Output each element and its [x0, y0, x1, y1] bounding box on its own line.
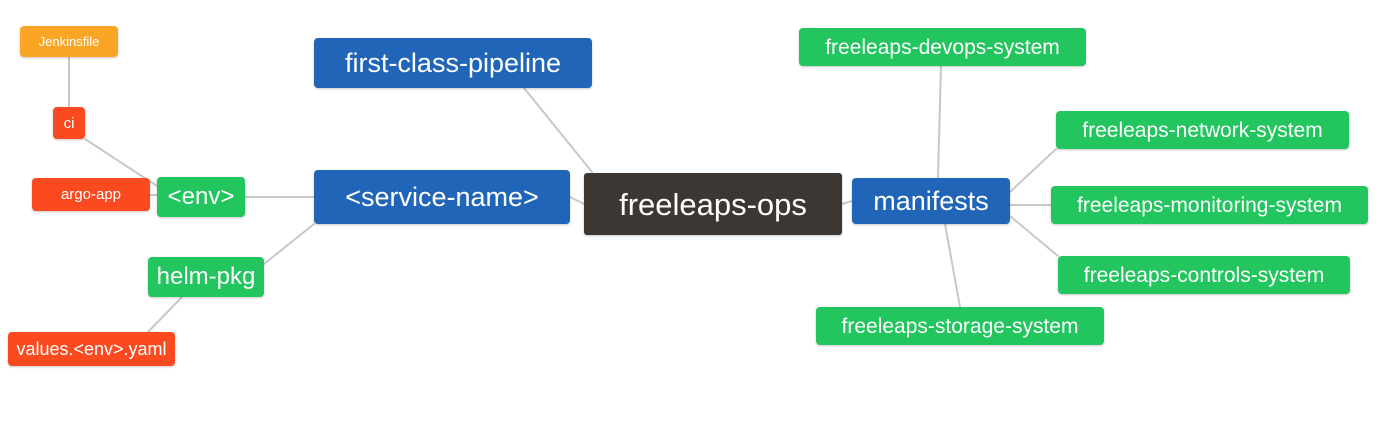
- edge-root-to-manifests: [841, 200, 853, 205]
- node-helm[interactable]: helm-pkg: [148, 257, 264, 297]
- node-storage[interactable]: freeleaps-storage-system: [816, 307, 1104, 345]
- node-manifests[interactable]: manifests: [852, 178, 1010, 224]
- node-root[interactable]: freeleaps-ops: [584, 173, 842, 235]
- node-label-helm: helm-pkg: [156, 263, 256, 290]
- node-controls[interactable]: freeleaps-controls-system: [1058, 256, 1350, 294]
- node-network[interactable]: freeleaps-network-system: [1056, 111, 1349, 149]
- edge-helm-to-values: [147, 296, 183, 333]
- edge-manifests-to-storage: [944, 223, 961, 308]
- edge-root-to-pipeline: [523, 87, 593, 173]
- node-label-env: <env>: [167, 183, 235, 210]
- node-ci[interactable]: ci: [53, 107, 85, 139]
- edge-service-to-helm: [263, 223, 315, 265]
- node-values[interactable]: values.<env>.yaml: [8, 332, 175, 366]
- node-label-pipeline: first-class-pipeline: [344, 47, 562, 78]
- node-service[interactable]: <service-name>: [314, 170, 570, 224]
- edge-manifests-to-devops: [937, 65, 942, 179]
- node-monitoring[interactable]: freeleaps-monitoring-system: [1051, 186, 1368, 224]
- node-label-service: <service-name>: [345, 181, 539, 212]
- node-label-network: freeleaps-network-system: [1082, 118, 1323, 142]
- node-label-monitoring: freeleaps-monitoring-system: [1077, 193, 1342, 217]
- node-label-controls: freeleaps-controls-system: [1083, 263, 1325, 287]
- node-label-root: freeleaps-ops: [619, 186, 807, 222]
- node-label-values: values.<env>.yaml: [16, 339, 167, 359]
- node-label-manifests: manifests: [873, 185, 989, 216]
- node-label-storage: freeleaps-storage-system: [841, 314, 1079, 338]
- node-label-ci: ci: [63, 114, 75, 132]
- node-label-jenkins: Jenkinsfile: [38, 34, 100, 49]
- node-jenkins[interactable]: Jenkinsfile: [20, 26, 118, 57]
- node-pipeline[interactable]: first-class-pipeline: [314, 38, 592, 88]
- node-devops[interactable]: freeleaps-devops-system: [799, 28, 1086, 66]
- edge-manifests-to-network: [1009, 148, 1057, 193]
- node-label-devops: freeleaps-devops-system: [825, 35, 1060, 59]
- node-env[interactable]: <env>: [157, 177, 245, 217]
- node-argo[interactable]: argo-app: [32, 178, 150, 211]
- node-label-argo: argo-app: [60, 186, 122, 203]
- edge-root-to-service: [569, 196, 585, 205]
